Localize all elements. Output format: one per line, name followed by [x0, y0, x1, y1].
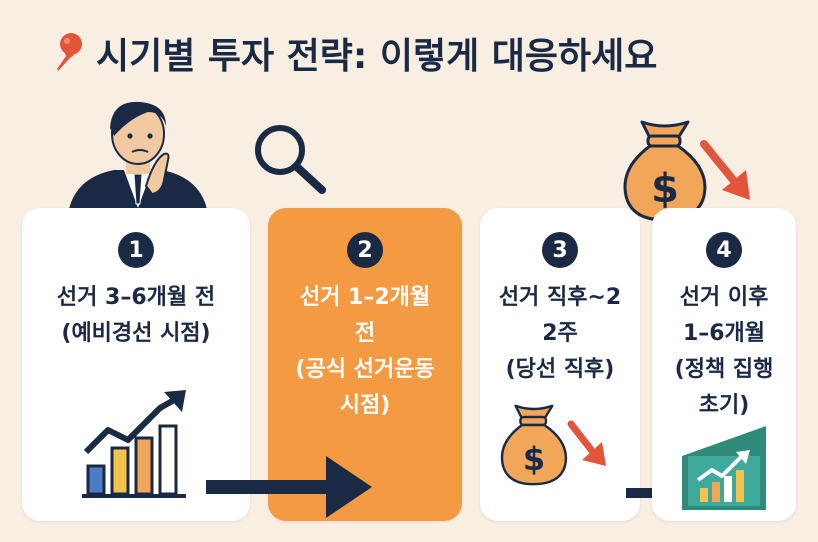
step-number: 4 — [706, 232, 742, 268]
money-bag-icon: $ — [500, 404, 568, 486]
magnifier-icon — [255, 125, 326, 194]
thinking-person-icon — [68, 101, 208, 214]
growth-chart-icon — [682, 426, 766, 510]
page-title: 시기별 투자 전략: 이렇게 대응하세요 — [96, 36, 658, 77]
trend-down-arrow-icon — [567, 420, 606, 466]
step-text: 선거 1–2개월 전 (공식 선거운동 시점) — [295, 285, 435, 418]
step-number: 3 — [542, 232, 578, 268]
svg-text:$: $ — [523, 440, 545, 478]
trend-down-arrow-icon — [700, 140, 750, 200]
arrow-right-icon — [206, 456, 372, 518]
growth-chart-icon — [82, 390, 186, 498]
step-text: 선거 직후~2 2주 (당선 직후) — [498, 285, 622, 382]
step-number: 2 — [347, 232, 383, 268]
page-header: 시기별 투자 전략: 이렇게 대응하세요 — [52, 28, 657, 78]
step-text: 선거 3–6개월 전 (예비경선 시점) — [56, 285, 216, 346]
step-number: 1 — [118, 232, 154, 268]
svg-text:$: $ — [651, 166, 679, 212]
step-text: 선거 이후 1–6개월 (정책 집행 초기) — [674, 285, 774, 418]
step-card-2: 2 선거 1–2개월 전 (공식 선거운동 시점) — [268, 208, 462, 521]
pin-icon — [57, 33, 82, 71]
